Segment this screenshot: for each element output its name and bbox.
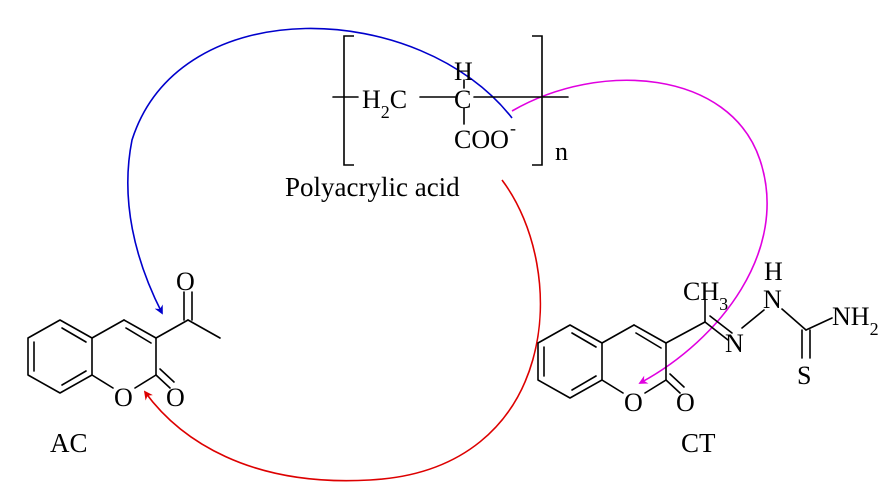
ac-lactone-oxygen: O bbox=[166, 383, 185, 412]
right-bracket bbox=[532, 35, 543, 166]
h2c-group: H2C bbox=[362, 85, 407, 122]
negative-charge: - bbox=[510, 118, 516, 138]
polymer-caption: Polyacrylic acid bbox=[285, 172, 460, 202]
red-arrow bbox=[143, 179, 542, 482]
ct-label: CT bbox=[681, 428, 716, 458]
ct-lactone-oxygen: O bbox=[676, 388, 695, 417]
ct-methyl: CH3 bbox=[683, 277, 728, 314]
ct-structure: CH3 N N H NH2 S O O CT bbox=[537, 257, 879, 458]
ct-imine-nitrogen: N bbox=[725, 329, 744, 358]
repeat-n: n bbox=[555, 137, 568, 166]
left-bracket bbox=[343, 35, 354, 166]
h-atom: H bbox=[454, 57, 473, 86]
ac-label: AC bbox=[50, 428, 88, 458]
ct-nh2-group: NH2 bbox=[832, 302, 879, 339]
ac-structure: O O O AC bbox=[27, 267, 221, 458]
polyacrylic-acid-structure: H2C H C COO - n Polyacrylic acid bbox=[285, 35, 569, 202]
blue-arrow bbox=[127, 27, 513, 315]
ct-sulfur: S bbox=[797, 361, 811, 390]
ct-amine-hydrogen: H bbox=[764, 257, 783, 286]
c-atom: C bbox=[454, 85, 471, 114]
ct-ring-oxygen: O bbox=[624, 388, 643, 417]
ac-ring-oxygen: O bbox=[114, 383, 133, 412]
ac-acetyl-oxygen: O bbox=[176, 267, 195, 296]
ct-amine-nitrogen: N bbox=[763, 285, 782, 314]
coo-group: COO bbox=[454, 125, 509, 154]
